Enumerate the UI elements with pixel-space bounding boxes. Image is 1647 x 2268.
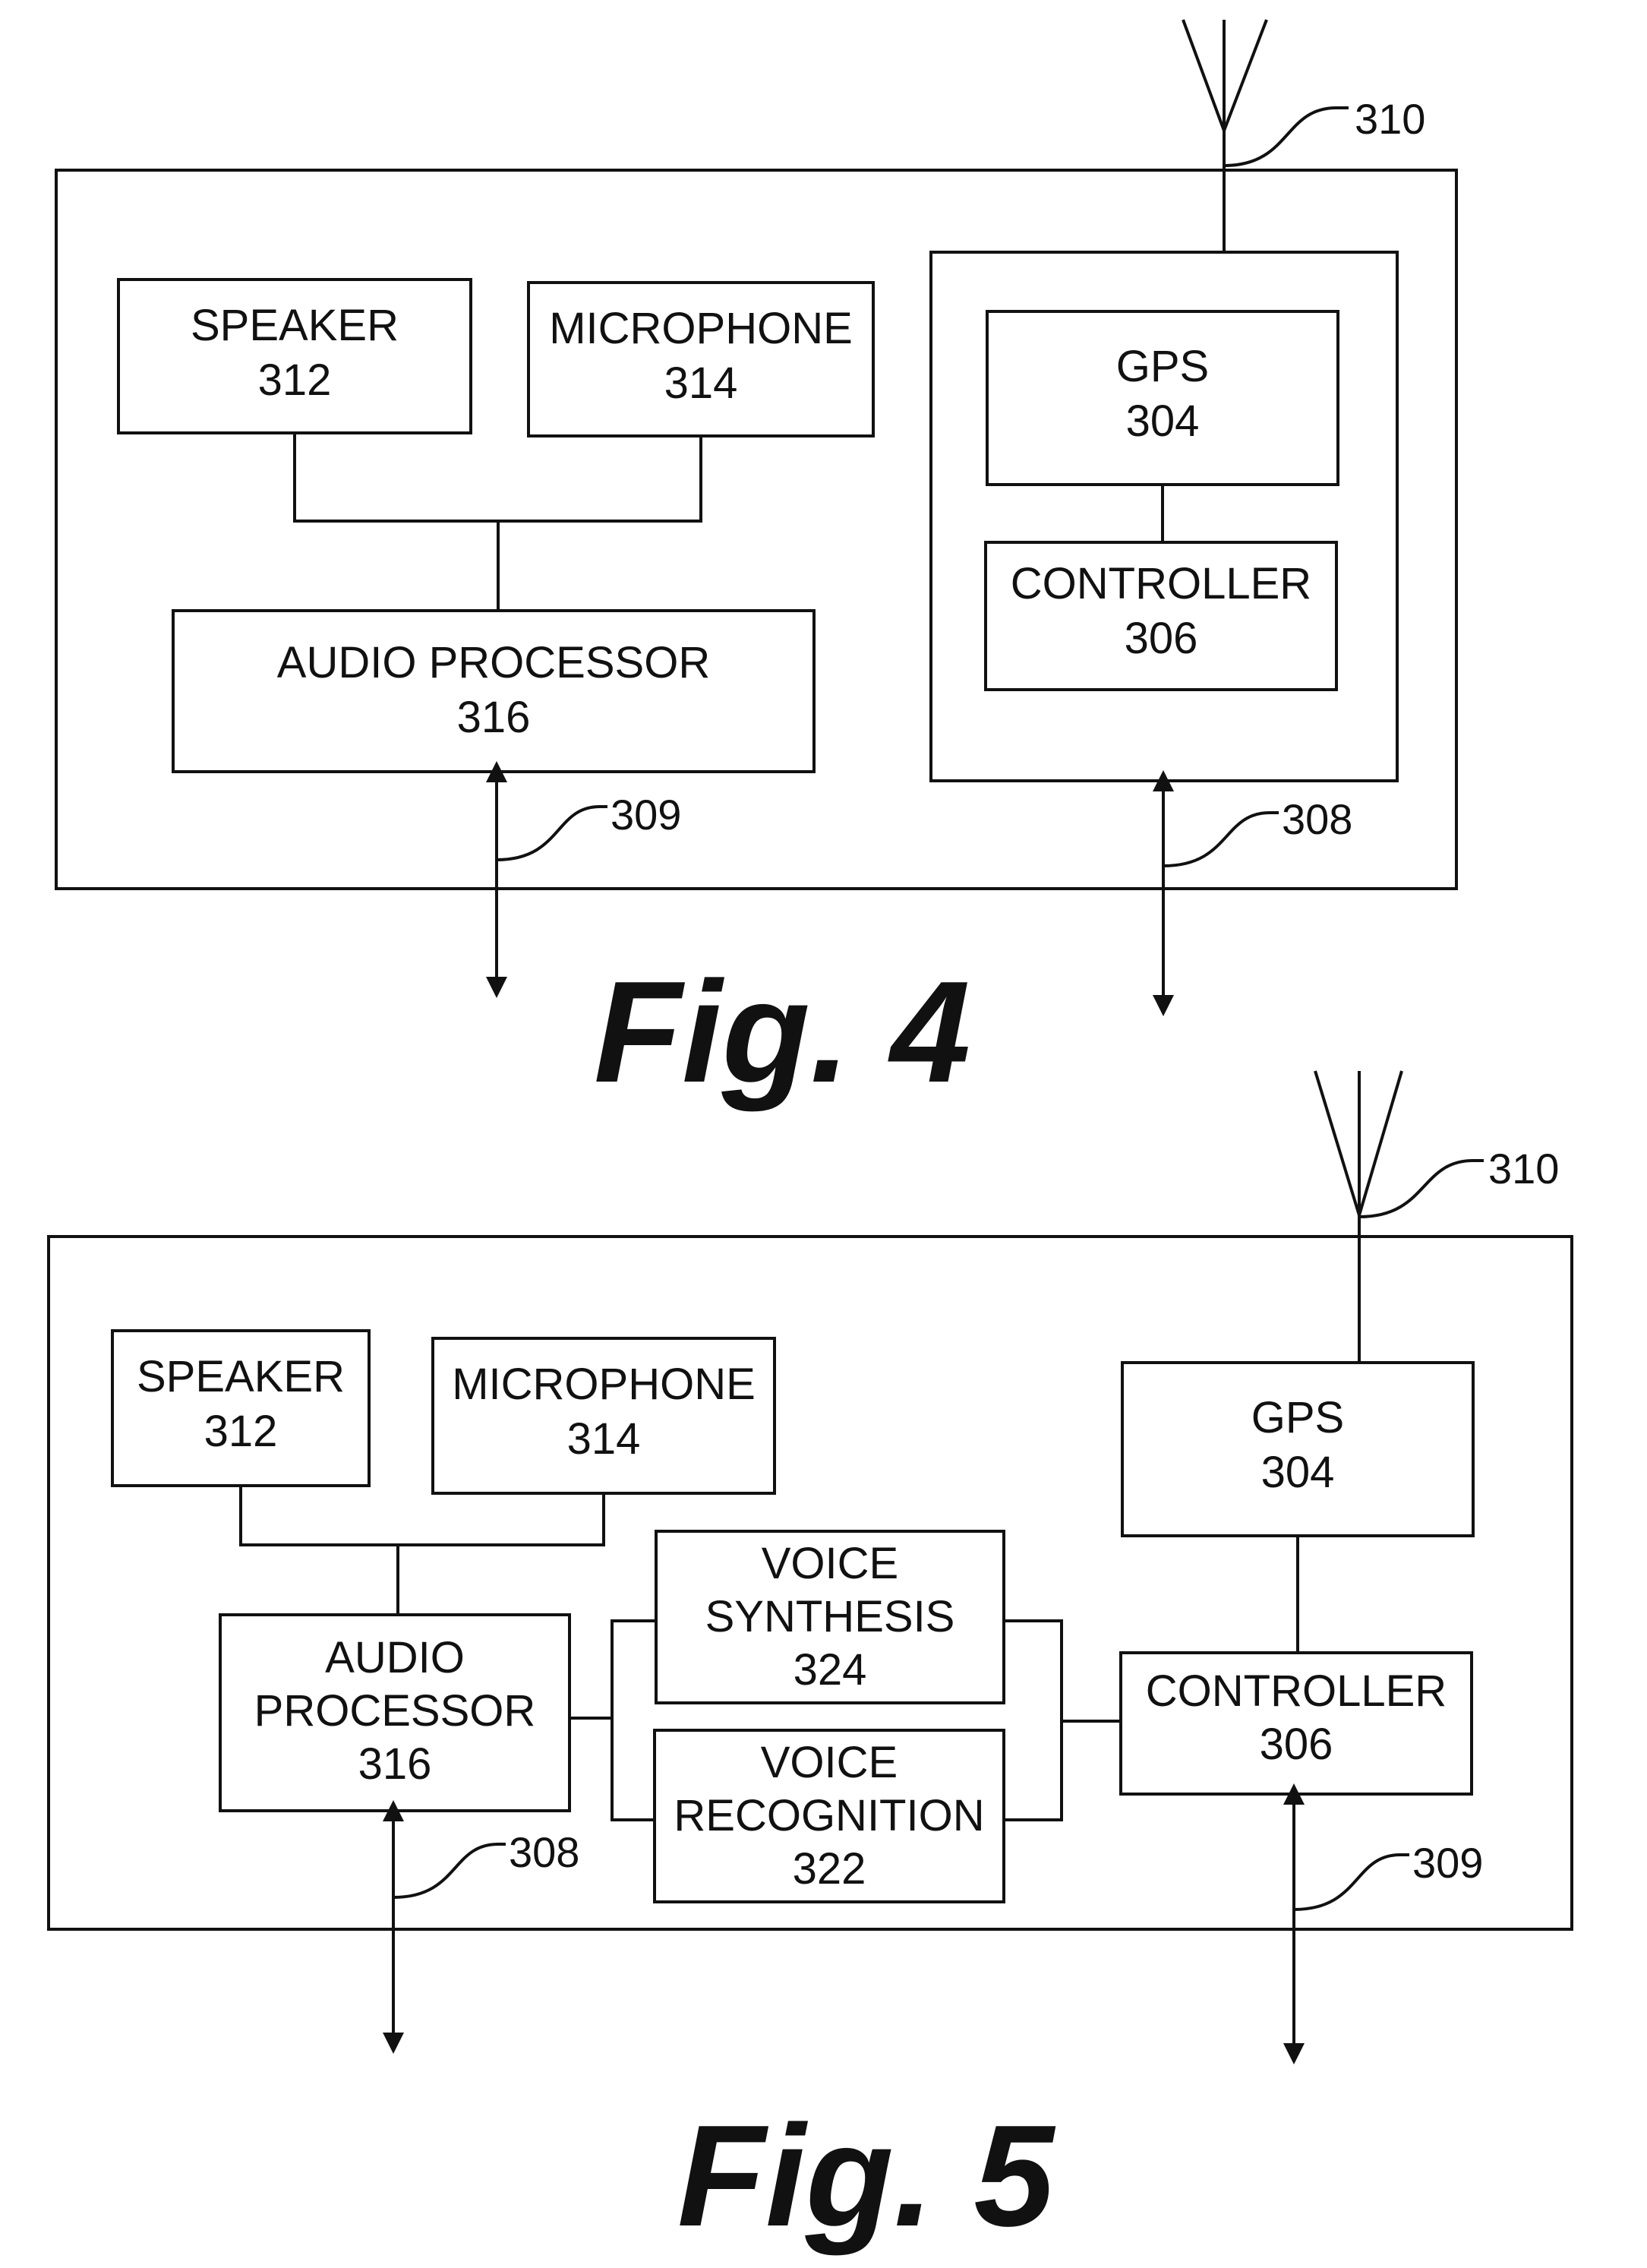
fig4-antenna-icon	[1183, 20, 1267, 252]
fig4-microphone-box: MICROPHONE 314	[528, 283, 873, 436]
fig4-controller-io-leader	[1163, 813, 1279, 866]
fig5-gps-number: 304	[1261, 1448, 1335, 1497]
fig5-speaker-label: SPEAKER	[137, 1352, 345, 1401]
fig4-audio-processor-box: AUDIO PROCESSOR 316	[173, 611, 814, 772]
fig5-speaker-number: 312	[204, 1407, 278, 1456]
fig4-speaker-label: SPEAKER	[191, 301, 399, 350]
fig4-controller-box: CONTROLLER 306	[986, 542, 1336, 690]
fig4-gps-number: 304	[1126, 396, 1200, 446]
fig5-controller-io-leader	[1294, 1855, 1409, 1909]
fig4-gps-label: GPS	[1116, 342, 1210, 391]
fig5-voice-recognition-label-line2: RECOGNITION	[674, 1791, 984, 1840]
fig5-voice-recognition-label-line1: VOICE	[761, 1738, 898, 1787]
fig5-voice-bus-right	[1004, 1621, 1062, 1820]
fig5-audio-processor-number: 316	[358, 1739, 432, 1789]
fig5-microphone-box: MICROPHONE 314	[433, 1338, 775, 1493]
fig4-audio-processor-number: 316	[457, 693, 531, 742]
fig5-voice-synthesis-box: VOICE SYNTHESIS 324	[656, 1531, 1004, 1703]
fig5-gps-label: GPS	[1251, 1393, 1345, 1442]
fig5-audio-processor-label-line1: AUDIO	[325, 1633, 465, 1682]
fig4-antenna-ref: 310	[1355, 95, 1425, 143]
fig5-controller-label: CONTROLLER	[1146, 1666, 1447, 1716]
fig4-speaker-number: 312	[258, 355, 332, 405]
fig5-controller-io-ref: 309	[1412, 1839, 1483, 1887]
fig5-voice-bus-left	[612, 1621, 656, 1820]
fig5-antenna-icon	[1315, 1071, 1402, 1363]
fig5-antenna-ref: 310	[1488, 1145, 1559, 1192]
fig5-audio-processor-label-line2: PROCESSOR	[254, 1686, 536, 1736]
fig5-controller-box: CONTROLLER 306	[1121, 1653, 1472, 1794]
fig4-controller-io-ref: 308	[1282, 795, 1352, 843]
fig5-voice-synthesis-label-line2: SYNTHESIS	[705, 1592, 955, 1641]
fig4-audio-processor-label: AUDIO PROCESSOR	[277, 638, 710, 687]
fig4-caption: Fig. 4	[594, 952, 970, 1113]
fig4-audio-io-leader	[497, 807, 607, 860]
fig5-audio-io-leader	[393, 1844, 506, 1897]
fig5-audio-io-ref: 308	[509, 1828, 579, 1876]
fig4-antenna-leader	[1224, 108, 1349, 166]
fig4-gps-box: GPS 304	[987, 311, 1338, 485]
fig5-caption: Fig. 5	[677, 2096, 1055, 2257]
fig4-speaker-box: SPEAKER 312	[118, 280, 471, 433]
fig4-controller-label: CONTROLLER	[1011, 559, 1311, 608]
fig5-voice-synthesis-number: 324	[794, 1645, 867, 1695]
fig4-microphone-number: 314	[664, 359, 738, 408]
fig5-audio-processor-box: AUDIO PROCESSOR 316	[220, 1615, 570, 1811]
fig5-microphone-label: MICROPHONE	[452, 1360, 756, 1409]
fig5-gps-box: GPS 304	[1122, 1363, 1473, 1536]
figure-5: SPEAKER 312 MICROPHONE 314 AUDIO PROCESS…	[49, 1071, 1572, 2257]
figure-4: SPEAKER 312 MICROPHONE 314 AUDIO PROCESS…	[56, 20, 1456, 1113]
fig4-microphone-label: MICROPHONE	[549, 304, 853, 353]
fig4-audio-io-ref: 309	[611, 791, 681, 839]
fig5-microphone-number: 314	[567, 1414, 641, 1464]
fig5-controller-number: 306	[1260, 1720, 1333, 1769]
fig5-voice-synthesis-label-line1: VOICE	[762, 1539, 899, 1588]
fig5-antenna-leader	[1359, 1161, 1484, 1217]
fig4-controller-number: 306	[1125, 614, 1198, 663]
fig4-speaker-mic-connector	[295, 433, 701, 521]
fig5-speaker-box: SPEAKER 312	[112, 1331, 369, 1486]
fig5-voice-recognition-box: VOICE RECOGNITION 322	[655, 1730, 1004, 1902]
fig5-voice-recognition-number: 322	[793, 1844, 866, 1894]
